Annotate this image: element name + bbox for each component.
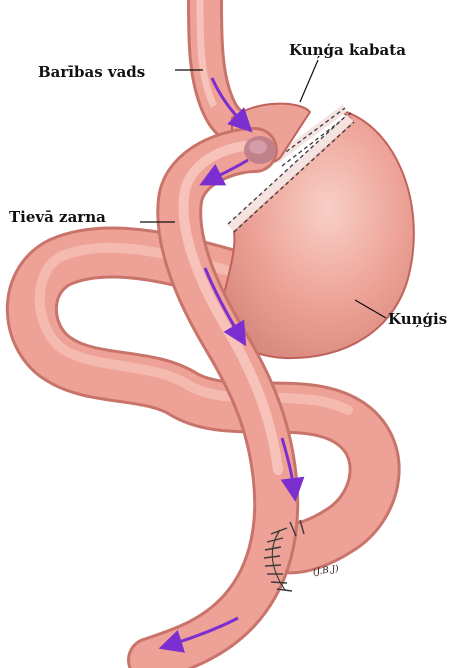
small-intestine-label: Tievā zarna bbox=[9, 208, 106, 226]
esophagus-label: Barības vads bbox=[38, 63, 145, 81]
stomach-label: Kuņģis bbox=[388, 310, 447, 328]
leader-pouch bbox=[300, 60, 318, 102]
gastric-pouch-label: Kuņģa kabata bbox=[289, 41, 406, 59]
